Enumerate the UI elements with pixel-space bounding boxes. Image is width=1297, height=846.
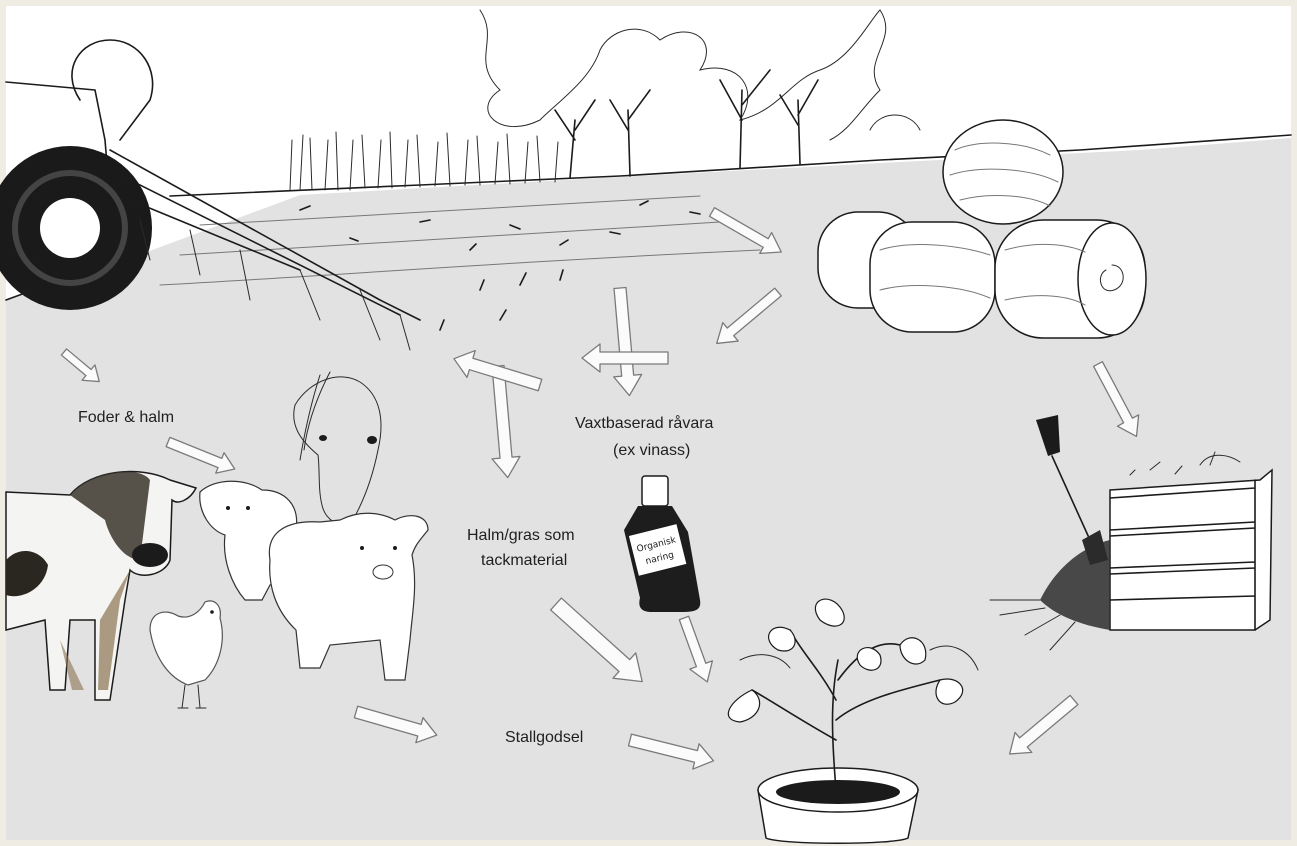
label-plant-raw-material-example: (ex vinass) [613,442,690,459]
label-straw-grass-bedding-line1: Halm/gras som [467,527,575,544]
label-feed-and-straw: Foder & halm [78,409,174,426]
label-manure: Stallgodsel [505,729,583,746]
label-straw-grass-bedding-line2: tackmaterial [481,552,567,569]
label-plant-raw-material: Vaxtbaserad råvara [575,414,714,432]
